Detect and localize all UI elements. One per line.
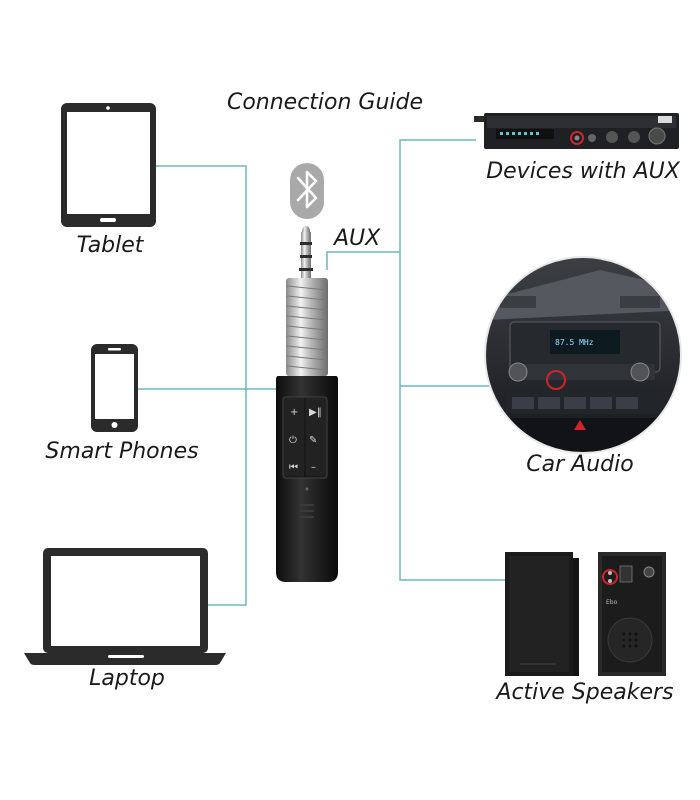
mic-hole (305, 487, 309, 491)
bluetooth-icon (290, 163, 324, 219)
microphone-icon: ✎ (309, 435, 317, 446)
output-label-car-audio: Car Audio (526, 452, 633, 477)
volume-down-icon: – (311, 462, 316, 473)
aux-jack-plug (286, 226, 328, 376)
receiver-grip (300, 504, 314, 518)
smartphone-icon (91, 344, 138, 432)
source-label-laptop: Laptop (89, 666, 165, 691)
car-audio-device: 87.5 MHz Car Audio (484, 256, 682, 477)
output-trunk-connector (399, 139, 505, 581)
output-connectors (326, 139, 505, 581)
source-label-tablet: Tablet (77, 233, 145, 258)
speakers-icon: Ebo (505, 552, 666, 676)
source-label-smart-phones: Smart Phones (45, 439, 198, 464)
amplifier-icon (474, 113, 679, 149)
play-pause-icon: ▶‖ (309, 407, 322, 418)
volume-up-icon: + (290, 407, 298, 418)
speakers-device: Ebo Active Speakers (494, 552, 674, 705)
bluetooth-receiver: + ▶‖ ⏻ ✎ ⏮ – (276, 226, 338, 582)
power-icon: ⏻ (289, 435, 297, 446)
svg-text:Ebo: Ebo (606, 599, 618, 606)
previous-track-icon: ⏮ (289, 462, 298, 473)
laptop-icon (24, 548, 226, 665)
output-label-active-speakers: Active Speakers (494, 680, 673, 705)
tablet-icon (61, 103, 156, 227)
aux-jack-connector (326, 251, 400, 270)
page-title: Connection Guide (227, 90, 423, 115)
aux-device: Devices with AUX (474, 113, 681, 184)
car-audio-icon: 87.5 MHz (484, 256, 682, 454)
tablet-laptop-connector (156, 165, 247, 606)
svg-text:87.5 MHz: 87.5 MHz (555, 338, 594, 347)
receiver-button-panel: + ▶‖ ⏻ ✎ ⏮ – (282, 396, 328, 479)
laptop-device: Laptop (24, 548, 226, 691)
receiver-body: + ▶‖ ⏻ ✎ ⏮ – (276, 376, 338, 582)
aux-label: AUX (332, 226, 381, 251)
tablet-device: Tablet (61, 103, 156, 258)
output-label-devices-with-aux: Devices with AUX (486, 159, 681, 184)
source-connectors (138, 165, 282, 606)
smartphone-device: Smart Phones (45, 344, 199, 464)
